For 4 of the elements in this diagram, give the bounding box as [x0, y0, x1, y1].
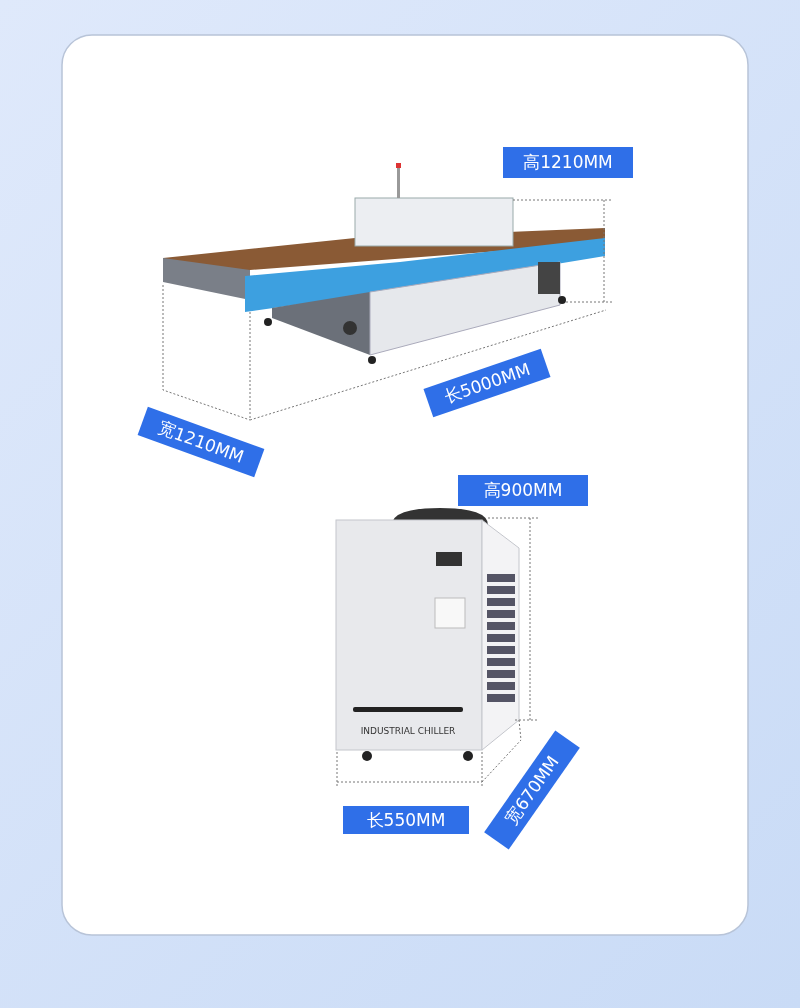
- panel-text: INDUSTRIAL CHILLER: [359, 725, 457, 737]
- dimension-label: 长550MM: [343, 806, 469, 834]
- dimension-label: 高1210MM: [503, 146, 633, 178]
- dimension-label: 高900MM: [458, 474, 588, 506]
